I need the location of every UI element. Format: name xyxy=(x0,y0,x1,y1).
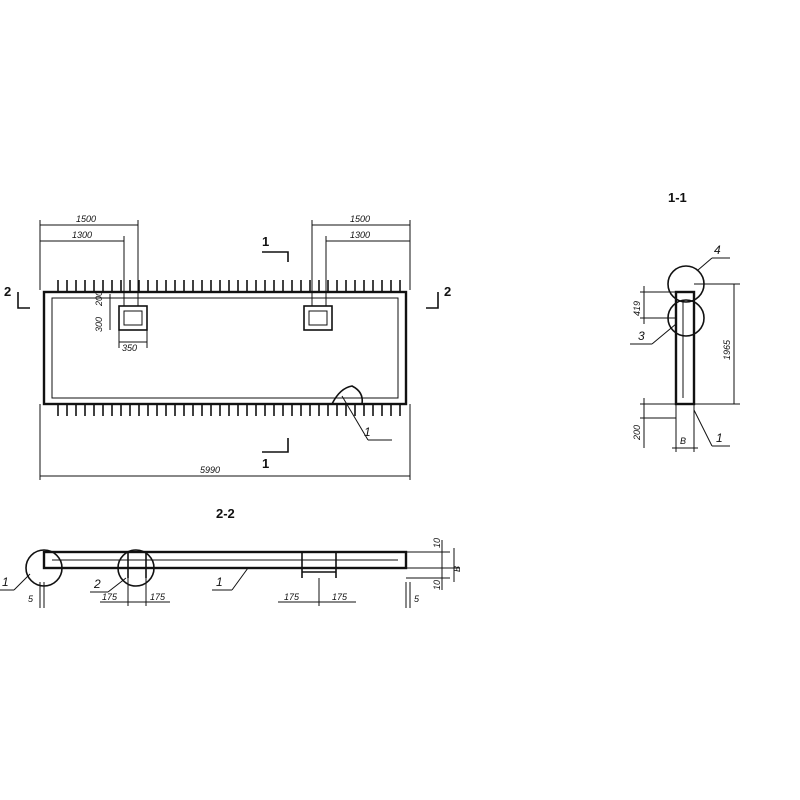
dim-2-2-175c: 175 xyxy=(284,592,300,602)
section-2-2-slab xyxy=(42,550,408,570)
dim-2-2-175d: 175 xyxy=(332,592,348,602)
dim-2-2-175a: 175 xyxy=(102,592,118,602)
dim-2-2-10-top: 10 xyxy=(432,538,442,548)
dim-2-2-175b: 175 xyxy=(150,592,166,602)
detail-circle-2 xyxy=(117,549,155,587)
dim-1-1-bottom: 200 xyxy=(632,425,642,441)
dim-2-2-b: B xyxy=(452,566,462,572)
section-2-2: 2-2 175 175 175 175 5 5 10 xyxy=(0,506,462,608)
dim-opening-width: 350 xyxy=(122,343,137,353)
opening-left-inner xyxy=(123,310,143,326)
plan-view: 1500 1300 1500 1300 350 300 200 5990 1 1… xyxy=(4,214,451,480)
leader-1-1-4: 4 xyxy=(714,243,721,257)
dim-2-2-10-bottom: 10 xyxy=(432,580,442,590)
plan-leader-1: 1 xyxy=(364,425,371,439)
rebar-ticks-top xyxy=(57,280,401,292)
section-1-1-title: 1-1 xyxy=(668,190,687,205)
dim-2-2-5-right: 5 xyxy=(414,594,420,604)
panel-outline xyxy=(42,290,408,406)
section-mark-1-top: 1 xyxy=(262,234,269,249)
leader-1-1-1: 1 xyxy=(716,431,723,445)
leader-2-2-2: 2 xyxy=(93,577,101,591)
dim-1-1-top: 419 xyxy=(632,301,642,316)
rebar-ticks-bottom xyxy=(57,404,401,416)
opening-right xyxy=(303,305,333,331)
section-mark-1-bottom: 1 xyxy=(262,456,269,471)
panel-inner-edge xyxy=(51,297,399,399)
dimension-lines-top xyxy=(39,220,411,306)
dim-2-2-5-left: 5 xyxy=(28,594,34,604)
leader-1-1-3: 3 xyxy=(638,329,645,343)
dim-opening-v2: 200 xyxy=(94,291,104,307)
leader-2-2-1-mid: 1 xyxy=(216,575,223,589)
dim-1-1-height: 1965 xyxy=(722,339,732,360)
section-1-1: 1-1 419 1965 200 B 4 3 1 xyxy=(630,190,740,452)
section-mark-2-left: 2 xyxy=(4,284,11,299)
opening-right-inner xyxy=(308,310,328,326)
dim-opening-v1: 300 xyxy=(94,317,104,332)
section-1-1-body xyxy=(674,290,696,406)
dim-left-inner: 1300 xyxy=(72,230,92,240)
dim-right-inner: 1300 xyxy=(350,230,370,240)
opening-left xyxy=(118,305,148,331)
section-2-2-title: 2-2 xyxy=(216,506,235,521)
leader-2-2-1-left: 1 xyxy=(2,575,9,589)
section-mark-2-right: 2 xyxy=(444,284,451,299)
dim-total-length: 5990 xyxy=(200,465,220,475)
dim-right-outer: 1500 xyxy=(350,214,370,224)
dim-left-outer: 1500 xyxy=(76,214,96,224)
dim-1-1-width: B xyxy=(680,436,686,446)
